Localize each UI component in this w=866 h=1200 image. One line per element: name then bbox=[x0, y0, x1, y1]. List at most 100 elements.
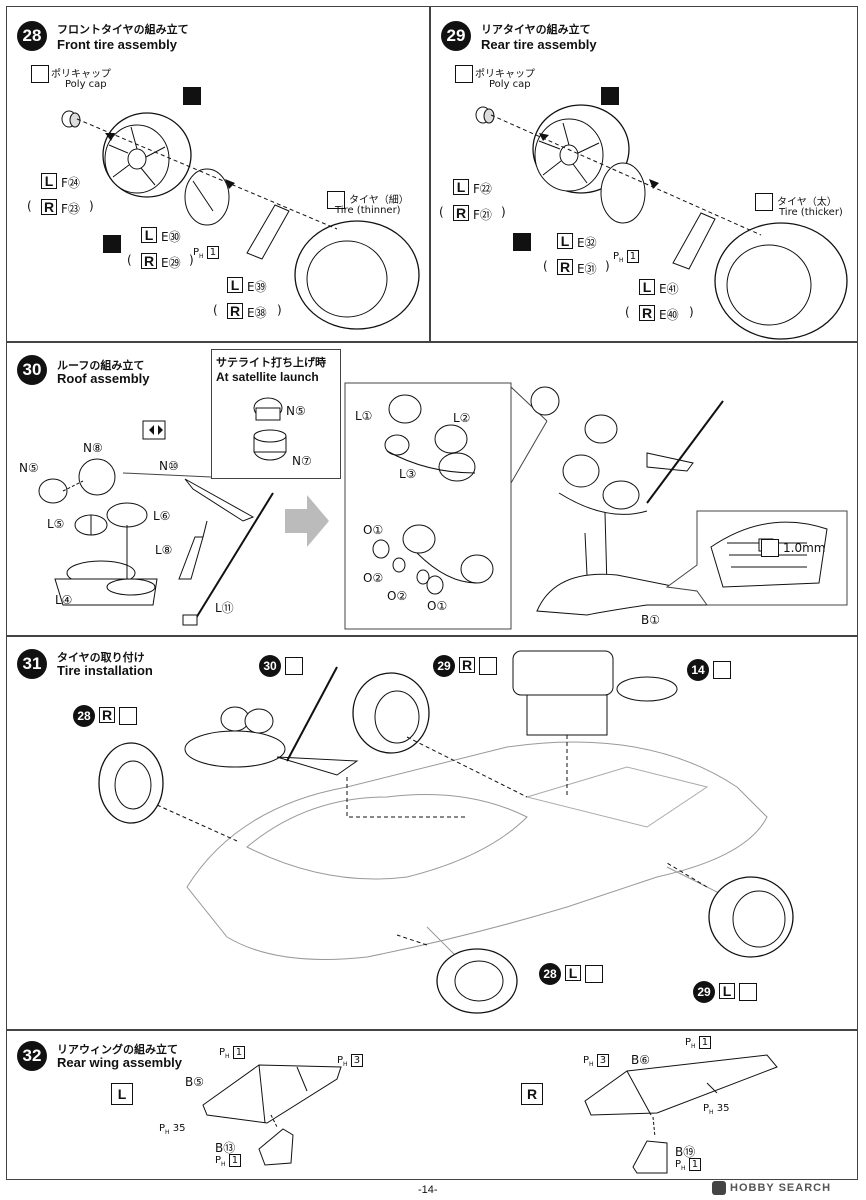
left-side-marker: L bbox=[565, 965, 581, 981]
paren: ( bbox=[439, 205, 444, 219]
ph-label: PH 35 bbox=[703, 1103, 730, 1116]
part-label: L⑪ bbox=[215, 601, 234, 615]
step-number: 32 bbox=[17, 1041, 47, 1071]
glue-not-required-icon bbox=[479, 657, 497, 675]
polycap-label-jp: ポリキャップ bbox=[475, 69, 535, 80]
logo-mark-icon bbox=[712, 1181, 726, 1195]
step-title-en: Rear tire assembly bbox=[481, 37, 597, 52]
part-label: E㊴ bbox=[247, 280, 267, 294]
paren: ( bbox=[625, 305, 630, 319]
ph-label: PH 1 bbox=[219, 1046, 246, 1060]
reference-step-badge: 28 bbox=[539, 963, 561, 985]
left-side-marker: L bbox=[141, 227, 157, 243]
paren: ) bbox=[89, 199, 94, 213]
part-label: N⑤ bbox=[286, 404, 306, 418]
tire-installation-drawing bbox=[98, 650, 794, 1014]
part-label: F㉔ bbox=[61, 176, 80, 190]
part-label: E㊵ bbox=[659, 308, 679, 322]
part-label: O② bbox=[363, 571, 384, 585]
left-side-marker: L bbox=[639, 279, 655, 295]
paren: ( bbox=[27, 199, 32, 213]
step-number: 28 bbox=[17, 21, 47, 51]
left-side-marker: L bbox=[453, 179, 469, 195]
part-label: N⑤ bbox=[19, 461, 39, 475]
panel-step-31: 31 タイヤの取り付け Tire installation bbox=[6, 636, 858, 1030]
reference-step-badge: 29 bbox=[433, 655, 455, 677]
part-label: B⑲ bbox=[675, 1145, 696, 1159]
paren: ) bbox=[689, 305, 694, 319]
ph-label: PH 3 bbox=[583, 1054, 610, 1068]
step-title-en: Rear wing assembly bbox=[57, 1055, 182, 1070]
reference-step-badge: 14 bbox=[687, 659, 709, 681]
glue-not-required-icon bbox=[455, 65, 473, 83]
ph-label: PH 3 bbox=[337, 1054, 364, 1068]
panel-step-29: 29 リアタイヤの組み立て Rear tire assembly ポリキャップ … bbox=[430, 6, 858, 342]
tire-label-jp: タイヤ（細） bbox=[349, 195, 409, 206]
roof-assembly-drawing bbox=[38, 382, 848, 630]
tire-label-en: Tire (thinner) bbox=[335, 205, 401, 216]
part-label: E㉛ bbox=[577, 262, 597, 276]
glue-icon bbox=[601, 87, 619, 105]
glue-not-required-icon bbox=[31, 65, 49, 83]
ph-label: PH 1 bbox=[193, 246, 220, 260]
part-label: L② bbox=[453, 411, 471, 425]
panel-step-32: 32 リアウィングの組み立て Rear wing assembly L PH 1… bbox=[6, 1030, 858, 1180]
part-label: L③ bbox=[399, 467, 417, 481]
part-label: N⑧ bbox=[83, 441, 103, 455]
glue-icon bbox=[103, 235, 121, 253]
part-label: L⑤ bbox=[47, 517, 65, 531]
part-label: B⑥ bbox=[631, 1053, 650, 1067]
ph-label: PH 1 bbox=[613, 250, 640, 264]
step-title-jp: ルーフの組み立て bbox=[57, 359, 145, 372]
part-label: F㉑ bbox=[473, 208, 492, 222]
step-title-jp: リアタイヤの組み立て bbox=[481, 23, 591, 36]
part-label: L⑧ bbox=[155, 543, 173, 557]
paren: ) bbox=[605, 259, 610, 273]
glue-not-required-icon bbox=[585, 965, 603, 983]
left-side-marker: L bbox=[41, 173, 57, 189]
part-label: L① bbox=[355, 409, 373, 423]
step-title-en: Front tire assembly bbox=[57, 37, 177, 52]
right-side-marker: R bbox=[557, 259, 573, 275]
paren: ) bbox=[277, 303, 282, 317]
polycap-label-en: Poly cap bbox=[489, 79, 531, 90]
paren: ( bbox=[127, 253, 132, 267]
left-side-marker: L bbox=[111, 1083, 133, 1105]
panel-step-30: 30 ルーフの組み立て Roof assembly サテライト打ち上げ時 At … bbox=[6, 342, 858, 636]
step-title-jp: フロントタイヤの組み立て bbox=[57, 23, 189, 36]
glue-not-required-icon bbox=[119, 707, 137, 725]
step-title-jp: リアウィングの組み立て bbox=[57, 1043, 178, 1056]
ph-label: PH 1 bbox=[685, 1036, 712, 1050]
left-side-marker: L bbox=[719, 983, 735, 999]
drill-size-label: 1.0mm bbox=[783, 541, 826, 555]
reference-step-badge: 29 bbox=[693, 981, 715, 1003]
glue-not-required-icon bbox=[739, 983, 757, 1001]
part-label: L⑥ bbox=[153, 509, 171, 523]
polycap-label-en: Poly cap bbox=[65, 79, 107, 90]
satellite-launch-inset: サテライト打ち上げ時 At satellite launch N⑤ N⑦ bbox=[211, 349, 341, 479]
glue-icon bbox=[183, 87, 201, 105]
glue-not-required-icon bbox=[713, 661, 731, 679]
right-side-marker: R bbox=[459, 657, 475, 673]
inset-title-jp: サテライト打ち上げ時 bbox=[216, 356, 326, 369]
ph-label: PH 1 bbox=[215, 1154, 242, 1168]
panel-step-28: 28 フロントタイヤの組み立て Front tire assembly ポリキャ… bbox=[6, 6, 430, 342]
glue-icon bbox=[513, 233, 531, 251]
part-label: E㉜ bbox=[577, 236, 597, 250]
right-side-marker: R bbox=[99, 707, 115, 723]
part-label: O① bbox=[427, 599, 448, 613]
right-side-marker: R bbox=[141, 253, 157, 269]
part-label: E㉚ bbox=[161, 230, 181, 244]
part-label: B⑤ bbox=[185, 1075, 204, 1089]
drill-hole-icon bbox=[761, 539, 779, 557]
right-side-marker: R bbox=[521, 1083, 543, 1105]
right-side-marker: R bbox=[227, 303, 243, 319]
step-number: 30 bbox=[17, 355, 47, 385]
reference-step-badge: 28 bbox=[73, 705, 95, 727]
part-label: O① bbox=[363, 523, 384, 537]
step-number: 31 bbox=[17, 649, 47, 679]
step-title-en: Roof assembly bbox=[57, 371, 150, 386]
watermark-text: HOBBY SEARCH bbox=[730, 1182, 832, 1194]
part-label: B⑬ bbox=[215, 1141, 236, 1155]
reference-step-badge: 30 bbox=[259, 655, 281, 677]
